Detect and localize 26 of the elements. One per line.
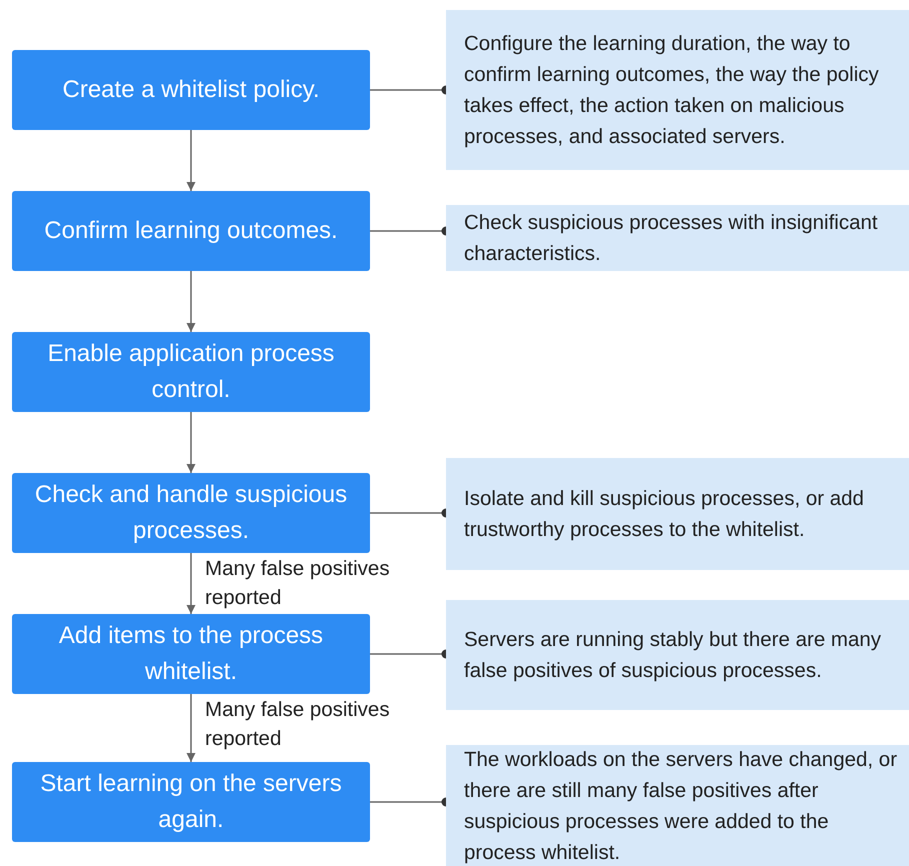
connector-arrow — [186, 130, 196, 191]
process-step-box — [12, 473, 370, 553]
node-text: Servers are running stably but there are many false positives of suspicious processes. — [464, 627, 882, 684]
connector-arrow — [186, 694, 196, 762]
node-text: Enable application process control. — [46, 339, 336, 405]
process-step-box — [12, 332, 370, 412]
connector-arrow — [186, 553, 196, 614]
process-step-box — [12, 191, 370, 271]
note-box — [446, 458, 909, 570]
process-step-box — [12, 50, 370, 130]
connector-arrow — [186, 271, 196, 332]
node-text: Check suspicious processes with insignificant characteristics. — [464, 210, 879, 267]
node-text: Isolate and kill suspicious processes, or add trustworthy processes to the whitelist. — [464, 486, 865, 543]
process-step-box — [12, 614, 370, 694]
note-box — [446, 600, 909, 710]
note-box — [446, 10, 909, 170]
node-text: Add items to the process whitelist. — [58, 621, 324, 687]
node-text: Confirm learning outcomes. — [44, 216, 338, 246]
node-text: The workloads on the servers have changed, or there are still many false positives after suspicious processes were added to the process whitelist. — [464, 746, 898, 866]
node-text: Configure the learning duration, the way to confirm learning outcomes, the way the policy takes effect, the action taken on malicious processes, and associated servers. — [464, 31, 880, 150]
node-text: Create a whitelist policy. — [62, 75, 320, 105]
process-step-box — [12, 762, 370, 842]
node-text: Check and handle suspicious processes. — [34, 480, 348, 546]
node-text: Start learning on the servers again. — [39, 769, 343, 835]
note-box — [446, 205, 909, 271]
connector-arrow — [186, 412, 196, 473]
